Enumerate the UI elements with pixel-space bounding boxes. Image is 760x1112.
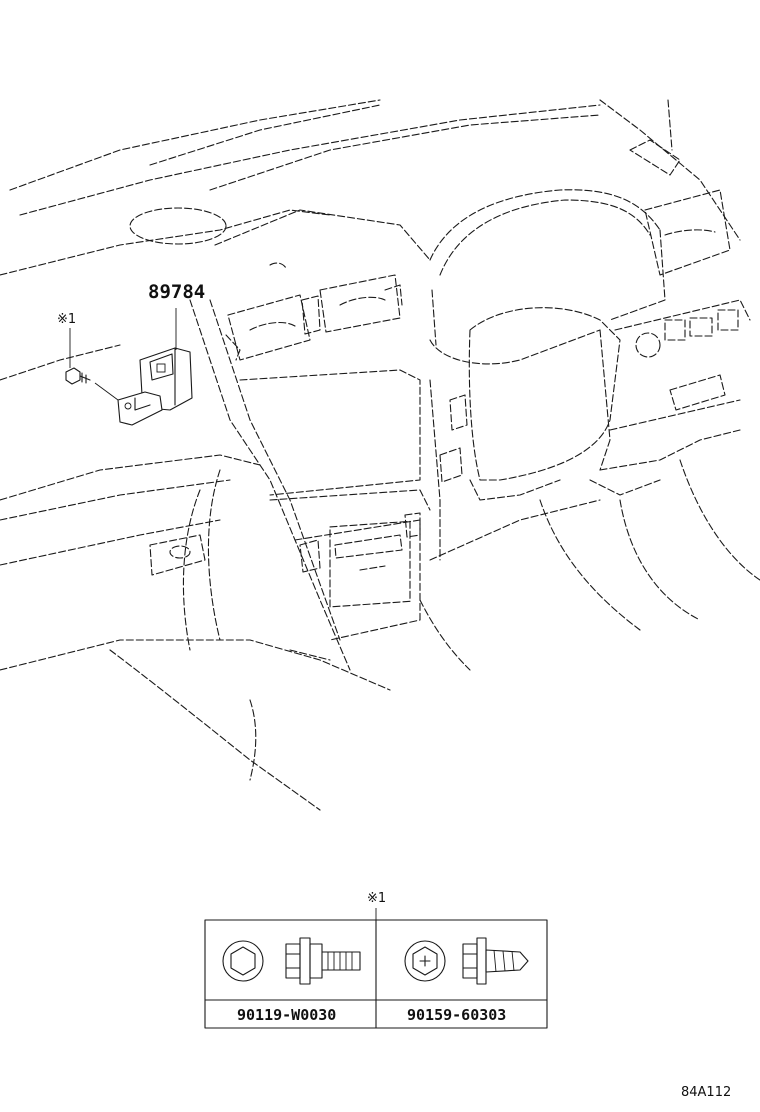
bolt-icon xyxy=(65,367,91,385)
dashboard-outline xyxy=(0,99,760,811)
fastener-part-number: 90119-W0030 xyxy=(237,1006,336,1024)
hex-flange-bolt-icon xyxy=(222,937,361,985)
part-number-callout: 89784 xyxy=(148,281,205,303)
airbag-sensor-assembly xyxy=(117,347,193,426)
fastener-table-reference-mark: ※1 xyxy=(367,891,386,906)
fastener-part-number: 90159-60303 xyxy=(407,1006,506,1024)
diagram-code: 84A112 xyxy=(681,1085,731,1100)
leader-lines xyxy=(69,308,377,920)
fastener-reference-mark: ※1 xyxy=(57,312,76,327)
fastener-table: ※1 90119-W0030 90159-60303 xyxy=(204,891,548,1029)
phillips-hex-screw-icon xyxy=(404,937,529,985)
